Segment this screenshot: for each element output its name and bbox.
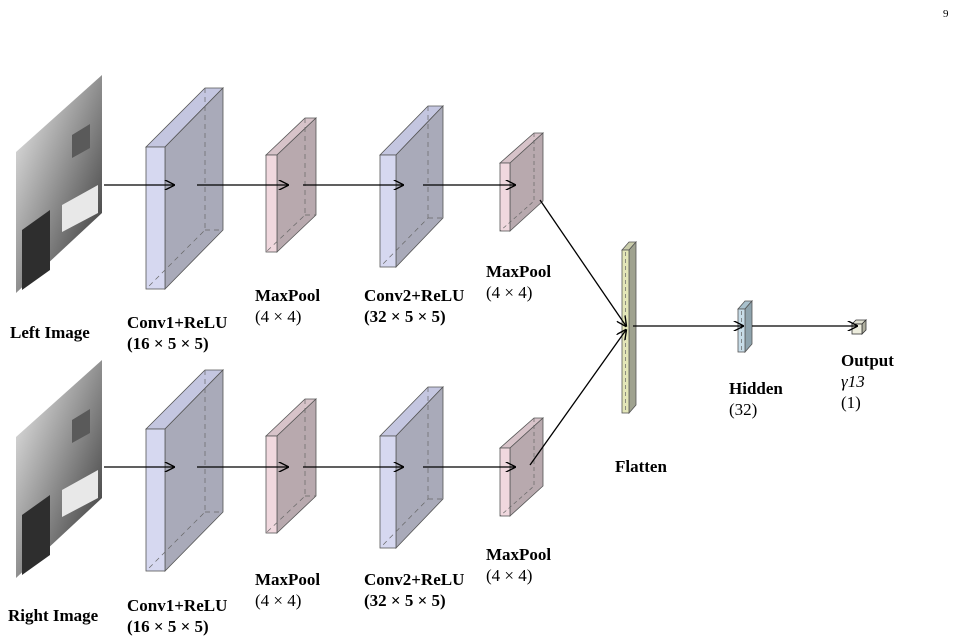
pool2-label-bottom: MaxPool (4 × 4) — [486, 545, 552, 585]
pool1-label-top: MaxPool (4 × 4) — [255, 286, 321, 326]
pool1-label-bottom: MaxPool (4 × 4) — [255, 570, 321, 610]
conv2-label-top: Conv2+ReLU (32 × 5 × 5) — [364, 286, 465, 326]
hidden-label: Hidden (32) — [729, 379, 783, 419]
pool2-label-top: MaxPool (4 × 4) — [486, 262, 552, 302]
output-block — [851, 319, 867, 335]
maxpool1-block-top — [264, 117, 318, 253]
output-label: Output γ13 (1) — [841, 351, 894, 412]
maxpool1-block-bottom — [264, 398, 318, 534]
conv2-block-top — [379, 105, 444, 268]
flatten-block — [621, 240, 637, 415]
maxpool2-block-bottom — [498, 417, 545, 517]
connections — [104, 185, 857, 467]
right-image — [16, 360, 102, 578]
conv2-label-bottom: Conv2+ReLU (32 × 5 × 5) — [364, 570, 465, 610]
conv1-label-bottom: Conv1+ReLU (16 × 5 × 5) — [127, 596, 228, 636]
left-image — [16, 75, 102, 293]
arrow-pool2-to-flatten-bottom — [529, 330, 626, 466]
conv1-label-top: Conv1+ReLU (16 × 5 × 5) — [127, 313, 228, 353]
conv2-block-bottom — [379, 386, 444, 549]
output-symbol: γ13 — [841, 372, 865, 391]
flatten-label: Flatten — [615, 457, 667, 476]
arrow-pool2-to-flatten-top — [539, 199, 626, 326]
right-image-label: Right Image — [8, 606, 99, 625]
conv1-block-bottom — [145, 369, 224, 572]
left-image-label: Left Image — [10, 323, 90, 342]
maxpool2-block-top — [498, 132, 545, 232]
conv1-block-top — [145, 87, 224, 290]
page-number: 9 — [943, 8, 949, 20]
